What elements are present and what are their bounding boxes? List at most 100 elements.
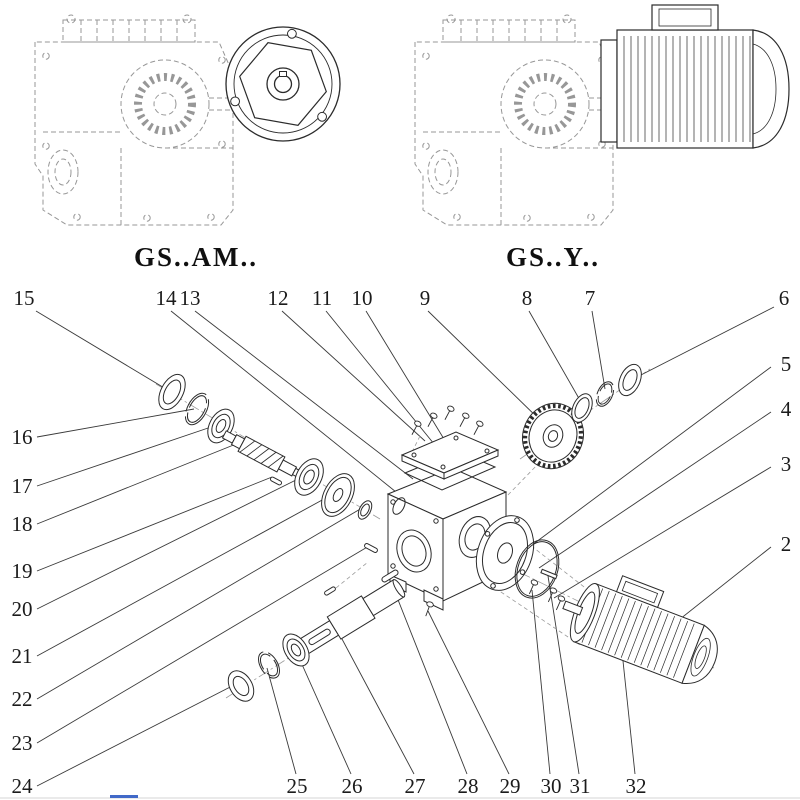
leader-15 (35, 310, 167, 390)
callout-27: 27 (405, 774, 426, 798)
phantom-gearbox-housing (35, 15, 253, 225)
callout-32: 32 (626, 774, 647, 798)
leader-5 (523, 366, 772, 552)
callout-19: 19 (12, 559, 33, 583)
leader-6 (636, 306, 775, 378)
callout-15: 15 (14, 286, 35, 310)
callout-28: 28 (458, 774, 479, 798)
part-14-screw (470, 419, 485, 437)
leader-19 (36, 476, 273, 572)
callout-6: 6 (779, 286, 790, 310)
leader-21 (36, 492, 336, 657)
part-24-seal (227, 670, 255, 702)
callout-18: 18 (12, 512, 33, 536)
part-31-stud (540, 568, 558, 580)
callout-31: 31 (570, 774, 591, 798)
output-flange (225, 26, 341, 142)
part-19-pin (269, 476, 283, 486)
part-21-washer-disc (321, 473, 355, 517)
model-am-label: GS..AM.. (134, 242, 258, 272)
callout-30: 30 (541, 774, 562, 798)
part-18-worm-shaft (221, 430, 305, 480)
callout-14: 14 (156, 286, 178, 310)
callout-10: 10 (352, 286, 373, 310)
part-16-snap-ring (184, 392, 210, 426)
part-29-screw (422, 600, 435, 618)
leader-18 (36, 441, 242, 525)
callout-4: 4 (781, 397, 792, 421)
leader-8 (528, 310, 582, 403)
motor-terminal-box-exploded (615, 575, 665, 609)
part-26-bearing (282, 633, 310, 667)
callout-7: 7 (585, 286, 596, 310)
assembly-guides (335, 435, 589, 646)
part-28-key (381, 569, 399, 583)
callout-labels: 15 14 13 12 11 10 9 8 7 6 16 17 18 19 20… (12, 286, 792, 798)
scan-artifact (110, 795, 138, 798)
leader-20 (36, 474, 307, 610)
callout-8: 8 (522, 286, 533, 310)
leader-28 (388, 576, 468, 775)
callout-20: 20 (12, 597, 33, 621)
part-5-cover (475, 515, 535, 591)
callout-3: 3 (781, 452, 792, 476)
part-20-bearing (294, 458, 324, 496)
leader-lines (35, 306, 775, 787)
part-pin-small (324, 586, 336, 596)
callout-12: 12 (268, 286, 289, 310)
leader-3 (553, 466, 772, 599)
model-y-label: GS..Y.. (506, 242, 600, 272)
leader-24 (36, 682, 239, 787)
callout-22: 22 (12, 687, 33, 711)
leader-29 (427, 610, 510, 775)
callout-21: 21 (12, 644, 33, 668)
part-27-output-shaft (297, 579, 406, 655)
callout-9: 9 (420, 286, 431, 310)
leader-11 (325, 310, 444, 456)
part-25-snap-ring (258, 651, 280, 679)
model-y-drawing (415, 4, 790, 225)
callout-5: 5 (781, 352, 792, 376)
model-am-drawing (35, 15, 341, 225)
leader-14 (170, 310, 402, 497)
callout-25: 25 (287, 774, 308, 798)
leader-23 (36, 545, 370, 744)
leader-22 (36, 507, 363, 700)
leader-17 (36, 424, 218, 487)
leader-9 (427, 310, 545, 425)
leader-30 (531, 589, 551, 775)
leader-32 (622, 660, 636, 775)
part-2-motor (562, 575, 718, 684)
phantom-gearbox-housing-2 (415, 15, 633, 225)
leader-13 (194, 310, 414, 480)
part-9-gear (522, 402, 584, 470)
leader-27 (333, 623, 415, 775)
exploded-view: 15 14 13 12 11 10 9 8 7 6 16 17 18 19 20… (12, 286, 792, 798)
part-22-ring (357, 500, 373, 520)
callout-17: 17 (12, 474, 33, 498)
part-housing (386, 467, 508, 611)
part-15-seal (158, 373, 186, 411)
part-11-cover-plate (400, 431, 500, 480)
callout-23: 23 (12, 731, 33, 755)
callout-26: 26 (342, 774, 363, 798)
callout-13: 13 (180, 286, 201, 310)
part-6-seal (618, 363, 642, 397)
part-14-screw (456, 411, 471, 429)
leader-26 (295, 650, 352, 775)
leader-7 (591, 310, 606, 390)
part-13-screw (441, 404, 456, 422)
electric-motor (600, 4, 790, 149)
callout-16: 16 (12, 425, 33, 449)
part-23-pin (364, 543, 378, 553)
leader-25 (266, 667, 297, 775)
callout-11: 11 (312, 286, 332, 310)
part-8-ring (571, 393, 593, 423)
callout-29: 29 (500, 774, 521, 798)
leader-4 (538, 411, 772, 569)
callout-2: 2 (781, 532, 792, 556)
leader-16 (36, 408, 195, 438)
part-3-screw (544, 586, 558, 604)
